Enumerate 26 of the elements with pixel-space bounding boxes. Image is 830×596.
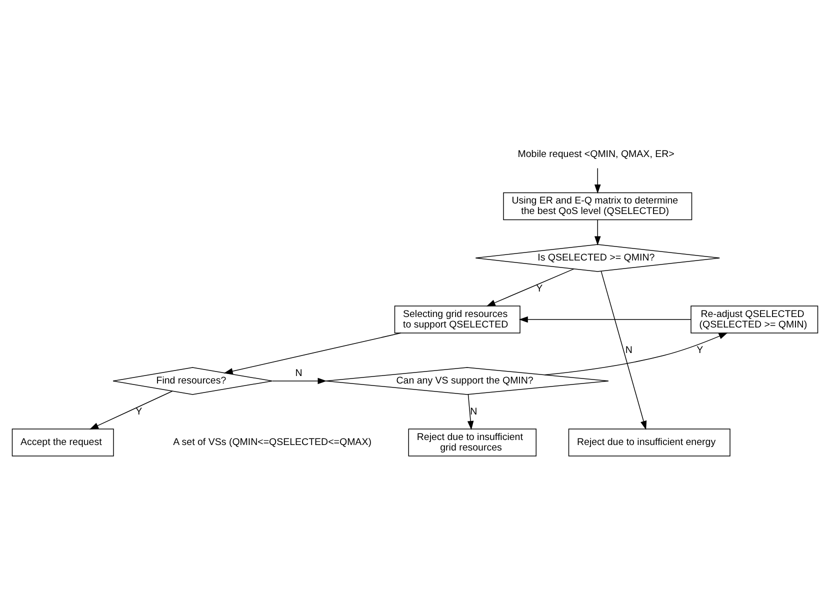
- arrow: [518, 316, 692, 322]
- arrow: [272, 377, 327, 384]
- arrow: [486, 268, 574, 306]
- node-box: Accept the request: [12, 428, 114, 456]
- arrow: [594, 167, 601, 194]
- node-box: Reject due to insufficient energy: [568, 428, 730, 456]
- node-text: Mobile request <QMIN, QMAX, ER>: [518, 148, 674, 160]
- edge-label: N: [295, 368, 302, 379]
- arrow: [467, 394, 474, 430]
- arrow: [594, 219, 601, 245]
- edge-label: Y: [136, 406, 142, 417]
- arrow: [600, 270, 647, 430]
- edge-label: Y: [536, 282, 543, 294]
- edge-label: N: [625, 344, 632, 356]
- arrow: [89, 390, 173, 429]
- label: A set of VSs (QMIN<=QSELECTED<=QMAX): [173, 436, 372, 448]
- node-diamond: Is QSELECTED >= QMIN?: [475, 244, 720, 272]
- arrow: [224, 332, 402, 374]
- node-box: Selecting grid resources to support QSELECTED: [394, 305, 520, 333]
- edge-label: N: [470, 406, 478, 417]
- edge-label: Y: [696, 344, 704, 356]
- node-box: Using ER and E-Q matrix to determine the best QoS level (QSELECTED): [503, 192, 692, 220]
- node-box: Reject due to insufficient grid resources: [408, 428, 536, 456]
- node-box: Re-adjust QSELECTED (QSELECTED >= QMIN): [690, 305, 818, 333]
- node-diamond: Can any VS support the QMIN?: [325, 366, 609, 394]
- arrow: [544, 332, 728, 375]
